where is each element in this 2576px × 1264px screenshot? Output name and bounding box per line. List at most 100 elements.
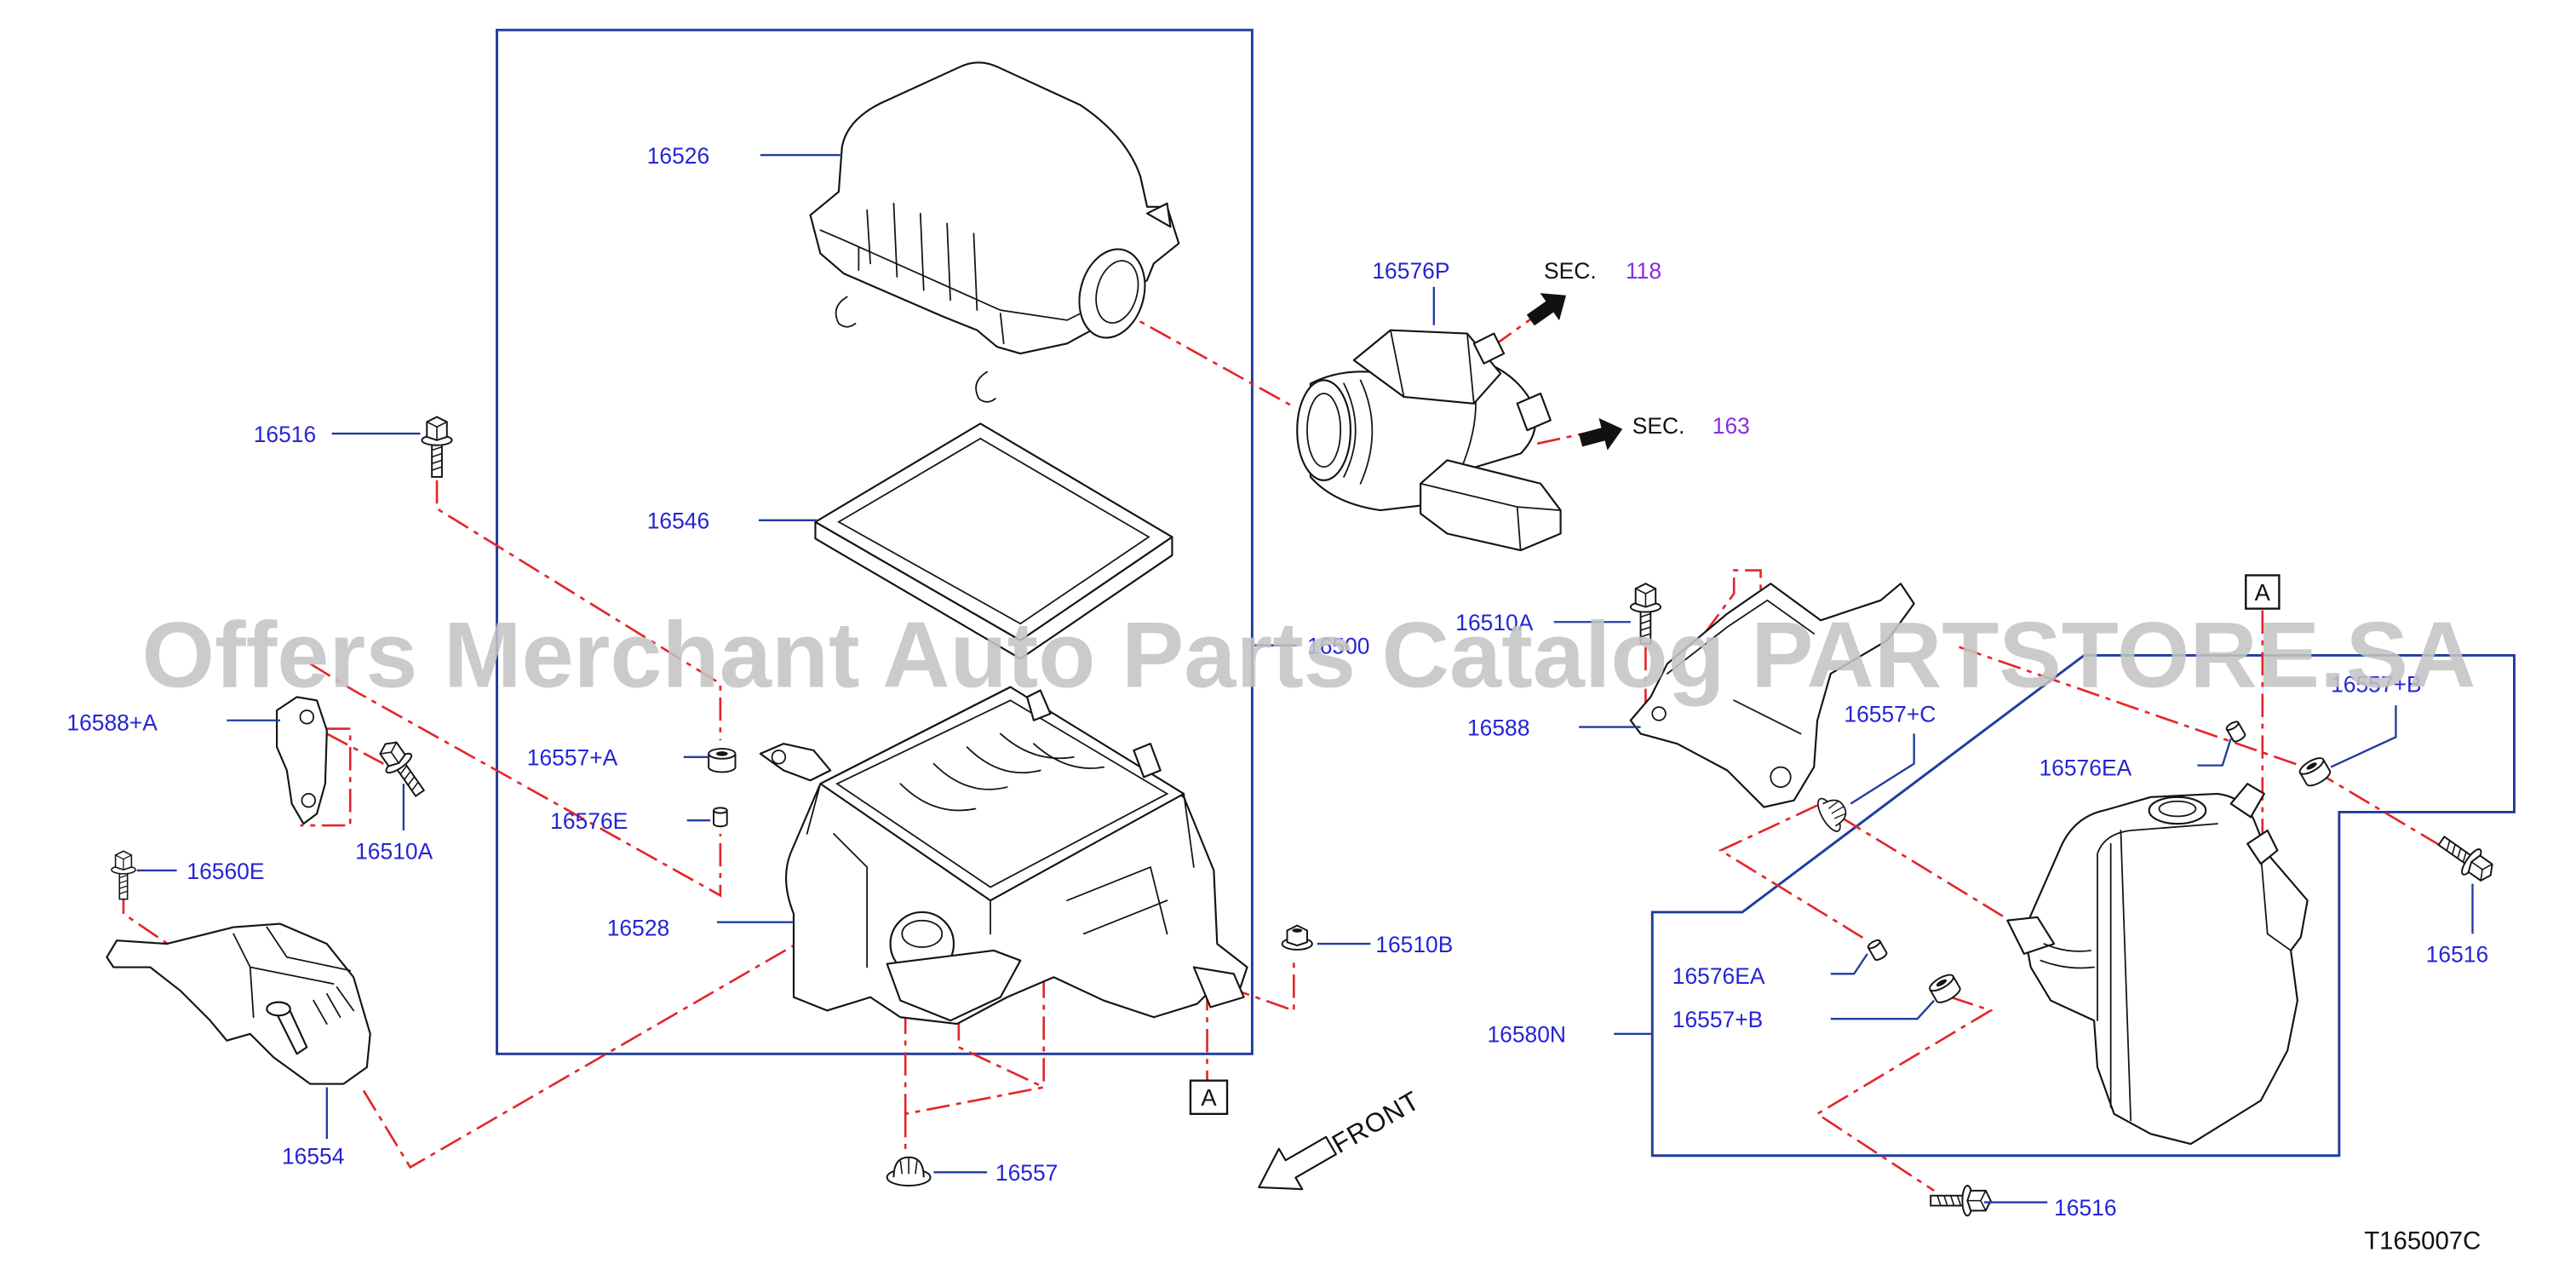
bracket-16588a-part xyxy=(276,696,328,825)
watermark-text: Offers Merchant Auto Parts Catalog PARTS… xyxy=(142,604,2476,708)
inlet-duct-16554-part xyxy=(106,922,371,1085)
ref-mark-box xyxy=(2245,574,2281,610)
case-inner-ribs xyxy=(899,733,1105,812)
tank-ribs xyxy=(2040,943,2095,969)
leader-line xyxy=(2330,705,2397,768)
leader-line xyxy=(2197,738,2232,767)
tank-hose-stub xyxy=(2246,829,2279,865)
nut-16510b xyxy=(1281,924,1313,951)
case-foot xyxy=(1192,966,1245,1008)
callout-16576e[interactable]: 16576E xyxy=(550,808,628,834)
bracket-flange xyxy=(1667,599,1816,735)
duct-resonator xyxy=(1420,459,1562,552)
duct-nozzle xyxy=(1472,332,1506,365)
callout-16510a-right[interactable]: 16510A xyxy=(1455,610,1533,635)
bracket-body xyxy=(1629,583,1915,808)
tank-nozzle xyxy=(2229,783,2265,819)
callout-16516-top-left[interactable]: 16516 xyxy=(254,422,316,447)
assembly-box-16500 xyxy=(496,28,1254,1055)
bolt-16516-bottom xyxy=(1930,1185,1992,1217)
connector-line xyxy=(309,663,722,898)
arrow-down-left-outline-icon xyxy=(1258,1135,1337,1191)
case-port-opening xyxy=(901,919,944,948)
bracket-hole xyxy=(1651,706,1667,721)
case-top-tabs xyxy=(1026,689,1162,779)
arrow-up-right-filled-icon xyxy=(1526,293,1567,326)
callout-16528[interactable]: 16528 xyxy=(607,915,669,940)
callout-16510b[interactable]: 16510B xyxy=(1375,932,1453,957)
callout-16576p[interactable]: 16576P xyxy=(1372,258,1449,284)
case-sensor-housing xyxy=(886,949,1022,1022)
bolt-16516-top-left xyxy=(421,416,453,478)
connector-line xyxy=(1839,816,2022,928)
clip-16557 xyxy=(886,1156,932,1186)
connector-line xyxy=(1718,804,1868,942)
duct-resonator-edges xyxy=(1420,482,1562,551)
callout-16557a[interactable]: 16557+A xyxy=(527,745,618,771)
case-mount-hole xyxy=(771,750,787,765)
air-duct-part xyxy=(1296,329,1562,552)
clip-16557c xyxy=(1813,790,1854,836)
air-cleaner-lower-case-part xyxy=(759,686,1248,1026)
callout-16526[interactable]: 16526 xyxy=(647,143,709,169)
connector-line xyxy=(300,727,352,827)
section-ref-number[interactable]: 163 xyxy=(1713,413,1750,439)
callout-16546[interactable]: 16546 xyxy=(647,508,709,534)
drawing-code: T165007C xyxy=(2364,1227,2481,1255)
case-top-inner xyxy=(835,699,1169,888)
front-direction-label: FRONT xyxy=(1327,1085,1425,1159)
ref-mark-text: A xyxy=(2255,579,2271,606)
callout-16557b-lower[interactable]: 16557+B xyxy=(1672,1007,1764,1032)
callout-16560e[interactable]: 16560E xyxy=(186,859,264,884)
callout-16576ea-lower[interactable]: 16576EA xyxy=(1672,963,1765,989)
tank-contours xyxy=(2097,823,2292,1122)
ref-mark-box xyxy=(1189,1079,1229,1115)
cover-clip xyxy=(975,371,996,403)
inlet-duct-stud-head xyxy=(266,1001,291,1017)
inlet-duct-body xyxy=(106,922,371,1085)
cover-intake-opening xyxy=(1095,260,1139,324)
bolt-16560e xyxy=(111,850,136,900)
callout-16588[interactable]: 16588 xyxy=(1467,715,1529,740)
pin-16576e xyxy=(713,807,728,828)
section-ref-prefix: SEC. xyxy=(1632,413,1685,439)
callout-16510a-left[interactable]: 16510A xyxy=(355,838,433,864)
callout-16576ea-upper[interactable]: 16576EA xyxy=(2039,755,2131,780)
duct-top-edges xyxy=(1390,329,1475,405)
callout-16557b-upper[interactable]: 16557+B xyxy=(2331,671,2422,697)
ref-mark-a-bottom: A xyxy=(1189,1079,1229,1115)
connector-line xyxy=(1815,996,1994,1192)
duct-nozzle xyxy=(1516,392,1552,432)
filter-frame xyxy=(814,422,1173,641)
arrow-up-right-filled-icon xyxy=(1579,417,1623,451)
tank-neck-opening xyxy=(2158,800,2197,818)
connector-line xyxy=(122,890,218,1027)
inlet-duct-edges xyxy=(232,926,355,1025)
pin-16576ea-lower xyxy=(1866,938,1889,962)
bracket-hole xyxy=(299,710,315,725)
callout-16500[interactable]: 16500 xyxy=(1307,633,1369,658)
connector-line xyxy=(362,882,901,1169)
duct-inlet-inner xyxy=(1306,393,1342,468)
cover-rim xyxy=(819,229,1102,321)
grommet-16557a xyxy=(708,748,737,773)
leader-line xyxy=(1830,999,1936,1020)
callout-16516-bottom[interactable]: 16516 xyxy=(2054,1195,2116,1221)
callout-16588a[interactable]: 16588+A xyxy=(66,710,158,736)
leader-lines xyxy=(136,153,2474,1204)
leader-line xyxy=(1830,953,1868,975)
cover-ribs xyxy=(858,202,1005,345)
air-filter-element-part xyxy=(814,422,1173,660)
callout-16557[interactable]: 16557 xyxy=(995,1160,1058,1186)
bolt-16516-right xyxy=(2431,827,2500,889)
cover-tab xyxy=(1145,202,1172,228)
callout-16554[interactable]: 16554 xyxy=(282,1144,344,1169)
bracket-16588-part xyxy=(1629,583,1915,808)
callout-16557c[interactable]: 16557+C xyxy=(1844,702,1936,727)
callout-16516-right[interactable]: 16516 xyxy=(2426,942,2488,968)
bracket-body xyxy=(276,696,328,825)
callout-16580n[interactable]: 16580N xyxy=(1487,1022,1566,1048)
callout-labels: 16526 16576P 16516 16546 16500 16510A 16… xyxy=(66,143,2488,1221)
case-mount-tab xyxy=(759,743,832,782)
section-ref-number[interactable]: 118 xyxy=(1626,258,1661,284)
